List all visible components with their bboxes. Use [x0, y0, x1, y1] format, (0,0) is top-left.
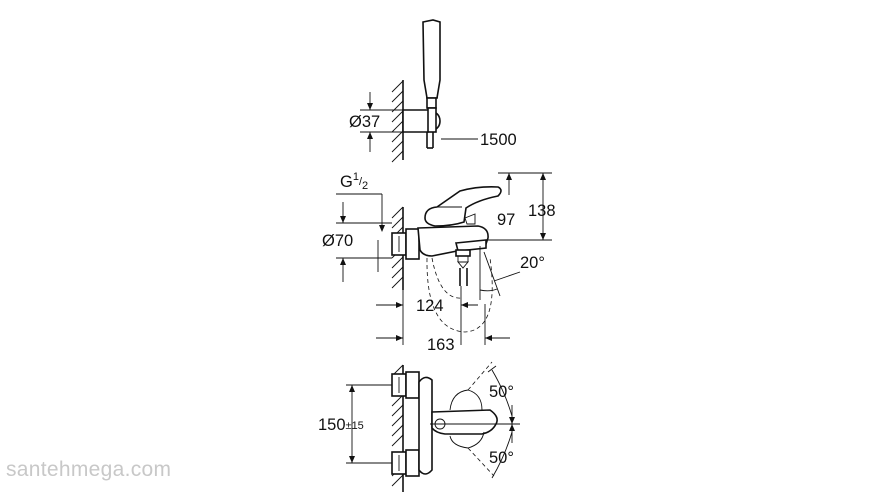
angle-50-top-label: 50° [489, 383, 514, 401]
watermark: santehmega.com [6, 458, 171, 481]
mixer-lever [424, 186, 502, 227]
side-elevation-view: G1/2 Ø70 97 138 20° [322, 171, 556, 354]
angle-20-label: 20° [520, 254, 545, 272]
hand-shower-head [422, 19, 441, 99]
diameter-70-label: Ø70 [322, 232, 353, 250]
top-plan-view: 50° 50° 150±15 [318, 361, 520, 492]
wall-hatching-top [391, 80, 404, 163]
angle-50-bottom-label: 50° [489, 449, 514, 467]
hand-shower-view: Ø37 1500 [349, 19, 517, 163]
diameter-37-label: Ø37 [349, 113, 380, 131]
centres-label: 150±15 [318, 416, 364, 434]
reach-163-label: 163 [427, 336, 455, 354]
mixer-body-plan [418, 376, 433, 475]
hose-length-label: 1500 [480, 131, 517, 149]
height-97-label: 97 [497, 211, 515, 229]
thread-label: G1/2 [340, 171, 368, 192]
reach-124-label: 124 [416, 297, 444, 315]
height-138-label: 138 [528, 202, 556, 220]
mixer-lever-plan [431, 409, 498, 435]
